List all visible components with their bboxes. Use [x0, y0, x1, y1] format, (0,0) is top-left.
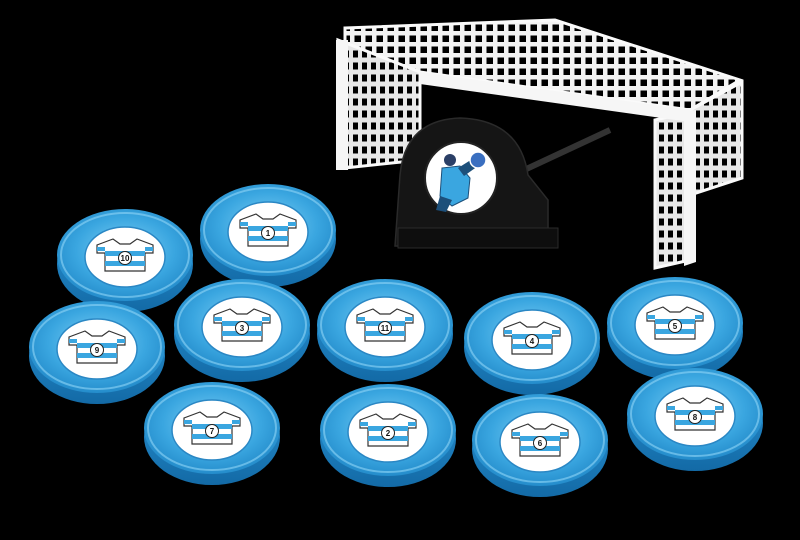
player-number: 6: [538, 439, 543, 448]
player-disc: 9: [29, 301, 165, 404]
player-disc: 5: [607, 277, 743, 380]
player-number: 8: [693, 413, 698, 422]
player-disc: 10: [57, 209, 193, 312]
shirt-icon: 8: [666, 397, 724, 431]
player-discs: 1 10 3 11 4 5 9 7 2 6 8: [29, 184, 763, 497]
shirt-icon: 3: [213, 308, 271, 342]
player-number: 4: [530, 337, 535, 346]
player-disc: 3: [174, 279, 310, 382]
goalkeeper: [394, 117, 559, 249]
player-number: 11: [381, 324, 390, 333]
player-disc: 8: [627, 368, 763, 471]
goalkeeper-figure-icon: [436, 151, 487, 212]
shirt-icon: 2: [359, 413, 417, 447]
player-disc: 7: [144, 382, 280, 485]
player-number: 7: [210, 427, 215, 436]
player-disc: 2: [320, 384, 456, 487]
shirt-icon: 10: [96, 238, 154, 272]
shirt-icon: 5: [646, 306, 704, 340]
player-disc: 1: [200, 184, 336, 287]
player-number: 9: [95, 346, 100, 355]
shirt-icon: 7: [183, 411, 241, 445]
player-number: 1: [266, 229, 271, 238]
player-disc: 11: [317, 279, 453, 382]
player-number: 10: [121, 254, 130, 263]
player-number: 2: [386, 429, 391, 438]
shirt-icon: 4: [503, 321, 561, 355]
shirt-icon: 9: [68, 330, 126, 364]
player-number: 3: [240, 324, 245, 333]
goal: [336, 18, 744, 270]
shirt-icon: 1: [239, 213, 297, 247]
player-disc: 6: [472, 394, 608, 497]
goal-net-icon: [336, 18, 744, 270]
shirt-icon: 11: [356, 308, 414, 342]
player-number: 5: [673, 322, 678, 331]
player-disc: 4: [464, 292, 600, 395]
shirt-icon: 6: [511, 423, 569, 457]
